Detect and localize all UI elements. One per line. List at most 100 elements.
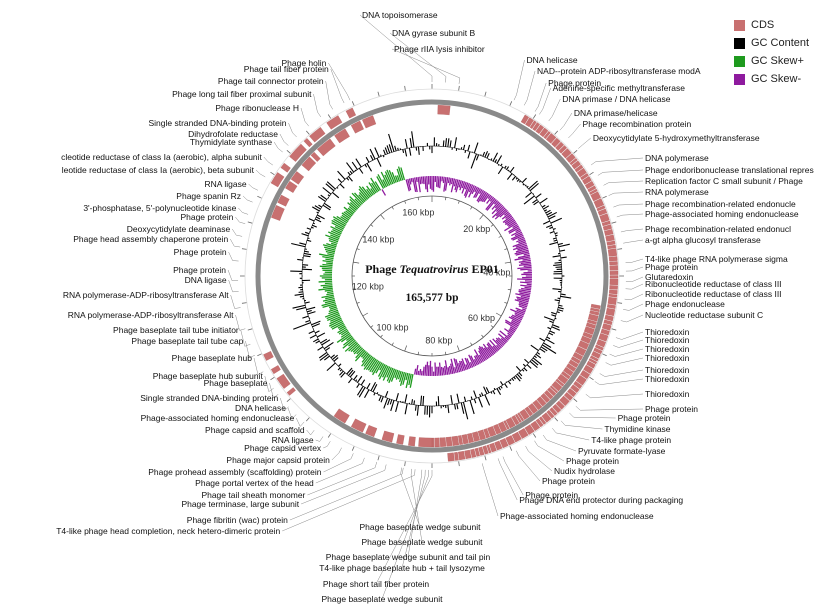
gene-label: a-gt alpha glucosyl transferase: [645, 235, 761, 245]
cds-feature: [515, 413, 522, 423]
gc-content-bar: [395, 401, 399, 413]
gc-skew-minus-bar: [515, 247, 529, 253]
cds-feature: [439, 437, 447, 447]
gene-label: DNA helicase: [527, 55, 578, 65]
gc-skew-minus-bar: [466, 358, 472, 369]
cds-feature: [563, 366, 574, 377]
gc-skew-plus-bar: [363, 355, 373, 367]
gc-content-bar: [547, 326, 551, 330]
cds-feature: [532, 122, 540, 132]
gc-skew-minus-bar: [514, 249, 529, 255]
gc-content-bar: [445, 138, 448, 147]
gene-label: Phage holin: [281, 58, 326, 68]
gc-skew-minus-bar: [497, 337, 506, 345]
gc-content-bar: [558, 306, 564, 310]
cds-feature: [477, 429, 486, 441]
tick-mark: [404, 461, 406, 467]
leader-line: [599, 369, 644, 377]
gc-skew-plus-bar: [361, 353, 370, 363]
gc-content-bar: [389, 399, 393, 405]
gc-content-bar: [447, 138, 450, 148]
cds-feature: [602, 323, 612, 331]
cds-feature: [590, 307, 600, 312]
cds-feature: [333, 408, 350, 424]
tick-mark: [377, 91, 380, 97]
cds-feature: [574, 164, 584, 173]
gc-content-bar: [522, 363, 526, 367]
cds-feature: [605, 307, 616, 317]
gc-skew-minus-bar: [523, 264, 532, 268]
gc-skew-plus-bar: [366, 185, 374, 196]
cds-feature: [599, 213, 610, 223]
gc-skew-minus-bar: [504, 222, 518, 232]
cds-feature: [350, 120, 364, 134]
cds-feature: [503, 420, 510, 430]
cds-feature: [565, 153, 576, 163]
gc-skew-minus-bar: [493, 200, 499, 205]
gc-content-bar: [542, 220, 551, 225]
gene-label: Phage portal vertex of the head: [195, 478, 314, 488]
gc-skew-plus-bar: [349, 202, 359, 210]
gc-skew-minus-bar: [511, 314, 523, 321]
gc-content-bar: [374, 147, 380, 158]
gc-skew-minus-bar: [507, 220, 517, 227]
gene-label: Thymidine kinase: [604, 424, 670, 434]
gc-content-bar: [523, 195, 535, 205]
gc-content-bar: [504, 165, 507, 169]
gene-label: Phage baseplate tail tube cap: [131, 336, 243, 346]
gc-skew-minus-bar: [515, 307, 526, 313]
gene-label: Phage tail connector protein: [218, 76, 324, 86]
cds-feature: [525, 117, 534, 128]
gc-skew-plus-bar: [328, 307, 338, 313]
gc-skew-minus-bar: [518, 254, 530, 259]
gc-skew-minus-bar: [455, 179, 461, 193]
gc-skew-plus-bar: [367, 358, 377, 371]
gc-skew-plus-bar: [347, 207, 355, 214]
gc-skew-plus-bar: [330, 230, 341, 236]
legend-label: CDS: [751, 19, 775, 31]
cds-feature: [609, 275, 619, 279]
gc-content-bar: [539, 197, 548, 204]
gc-skew-plus-bar: [324, 248, 336, 253]
gc-skew-minus-bar: [439, 176, 442, 189]
gc-skew-plus-bar: [346, 335, 353, 342]
cds-feature: [609, 278, 619, 286]
kbp-tick: [380, 334, 383, 338]
gene-label: Phage short tail fiber protein: [323, 579, 430, 589]
gc-skew-minus-bar: [442, 176, 445, 184]
gc-content-bar: [546, 211, 553, 216]
tick-mark: [573, 398, 578, 403]
gc-skew-minus-bar: [443, 176, 447, 192]
gc-content-bar: [376, 157, 382, 167]
leader-line: [585, 393, 644, 399]
gc-skew-minus-bar: [494, 208, 507, 220]
tick-mark: [351, 445, 355, 451]
leader-line: [315, 457, 365, 484]
gc-skew-plus-bar: [371, 360, 380, 373]
gc-skew-minus-bar: [483, 193, 490, 203]
cds-feature: [609, 289, 618, 295]
gc-content-bar: [478, 397, 483, 408]
gc-content-bar: [318, 351, 328, 359]
gc-skew-plus-bar: [332, 216, 347, 226]
gc-skew-minus-bar: [468, 185, 475, 198]
gc-content-bar: [558, 304, 563, 307]
gc-skew-plus-bar: [325, 296, 335, 300]
cds-feature: [588, 313, 599, 322]
gc-skew-minus-bar: [504, 321, 518, 330]
leader-line: [513, 59, 525, 101]
leader-line: [359, 14, 433, 82]
gc-content-bar: [544, 209, 548, 212]
gc-skew-minus-bar: [480, 191, 488, 202]
gc-skew-minus-bar: [426, 176, 429, 193]
leader-line: [497, 458, 518, 501]
leader-line: [306, 429, 315, 436]
gc-content-bar: [408, 147, 412, 156]
gc-skew-plus-bar: [388, 170, 396, 184]
gc-skew-plus-bar: [348, 339, 356, 347]
leader-line: [625, 283, 644, 290]
gc-skew-plus-bar: [328, 304, 337, 309]
gc-skew-plus-bar: [378, 364, 388, 380]
gc-content-bar: [384, 147, 389, 155]
